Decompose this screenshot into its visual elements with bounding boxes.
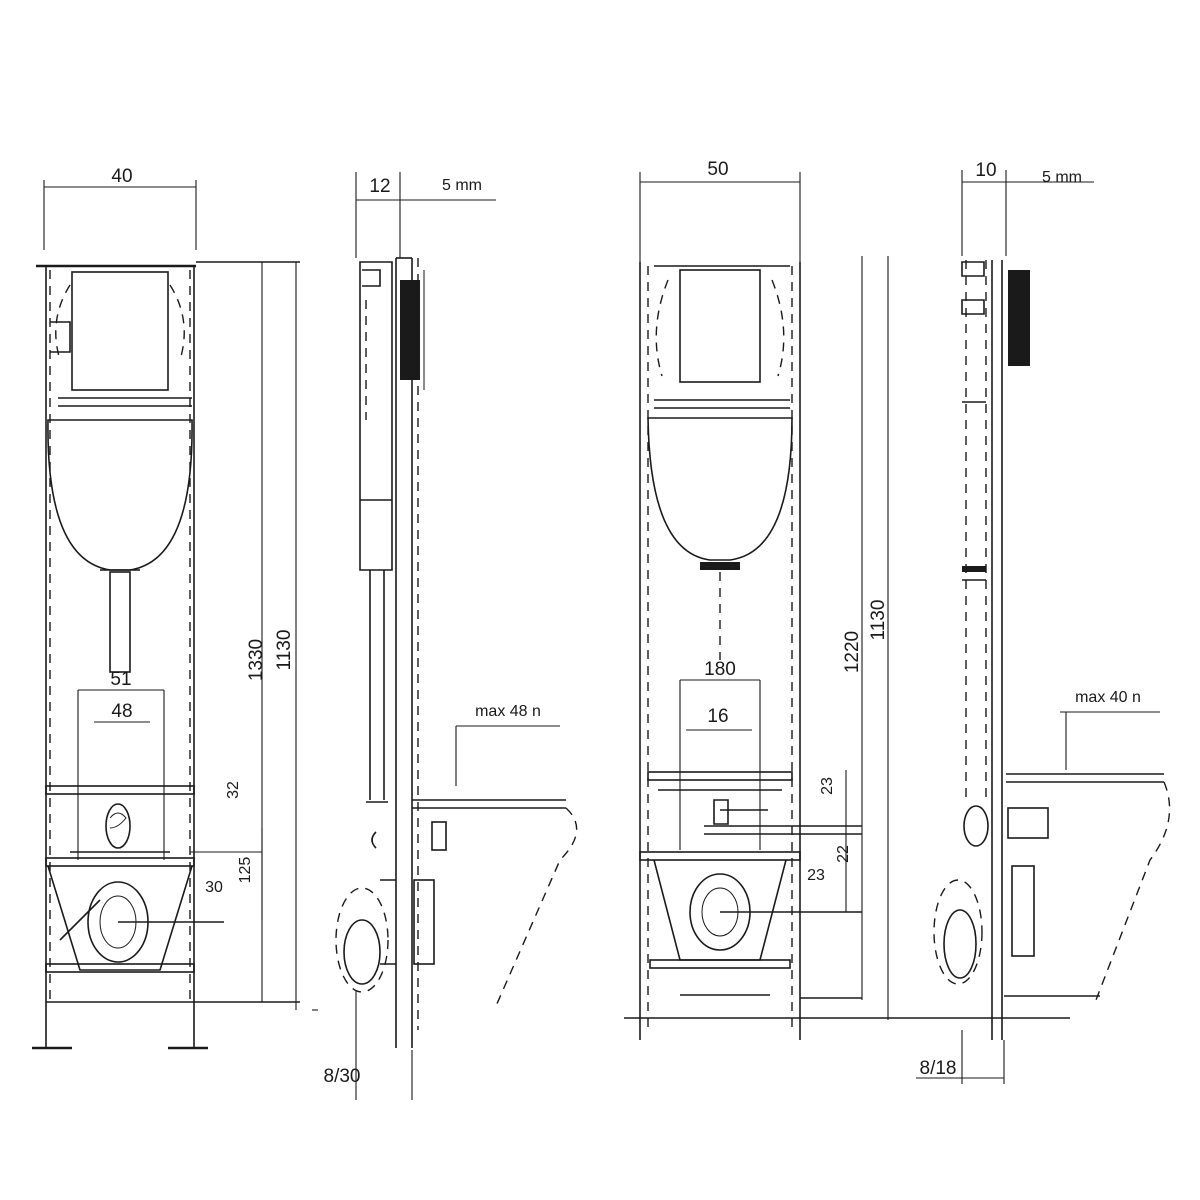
view-b-side: 12 5 mm max 48 n bbox=[312, 172, 578, 1100]
outlet-label: 30 bbox=[205, 879, 223, 896]
bowl-label: max 48 n bbox=[475, 703, 541, 720]
side-label-2: 22 bbox=[835, 845, 852, 863]
height-label-2: 1130 bbox=[274, 630, 295, 671]
pipe-spacing-label-2: 16 bbox=[707, 706, 728, 727]
height-label-2: 1130 bbox=[868, 600, 889, 641]
pipe-spacing-label: 51 bbox=[110, 669, 131, 690]
side-label: 32 bbox=[225, 781, 242, 799]
view-d-side: 10 5 mm max 40 n 8/18 bbox=[916, 160, 1171, 1084]
adjust-label: 8/30 bbox=[324, 1066, 361, 1087]
depth-label: 12 bbox=[369, 176, 390, 197]
view-a-front: 40 51 48 bbox=[32, 166, 300, 1050]
panel-label: 5 mm bbox=[442, 177, 482, 194]
pipe-spacing-label: 180 bbox=[704, 659, 736, 680]
side-label: 23 bbox=[819, 777, 836, 795]
height-label: 1220 bbox=[842, 631, 863, 673]
side-label-2: 125 bbox=[237, 857, 254, 884]
outlet-label: 23 bbox=[807, 867, 825, 884]
adjust-label: 8/18 bbox=[920, 1058, 957, 1079]
view-c-front: 50 180 16 bbox=[624, 159, 1070, 1040]
depth-label: 10 bbox=[975, 160, 996, 181]
width-label: 50 bbox=[707, 159, 728, 180]
panel-label: 5 mm bbox=[1042, 169, 1082, 186]
bowl-label: max 40 n bbox=[1075, 689, 1141, 706]
height-label: 1330 bbox=[246, 639, 267, 681]
pipe-spacing-label-2: 48 bbox=[111, 701, 132, 722]
width-label: 40 bbox=[111, 166, 132, 187]
